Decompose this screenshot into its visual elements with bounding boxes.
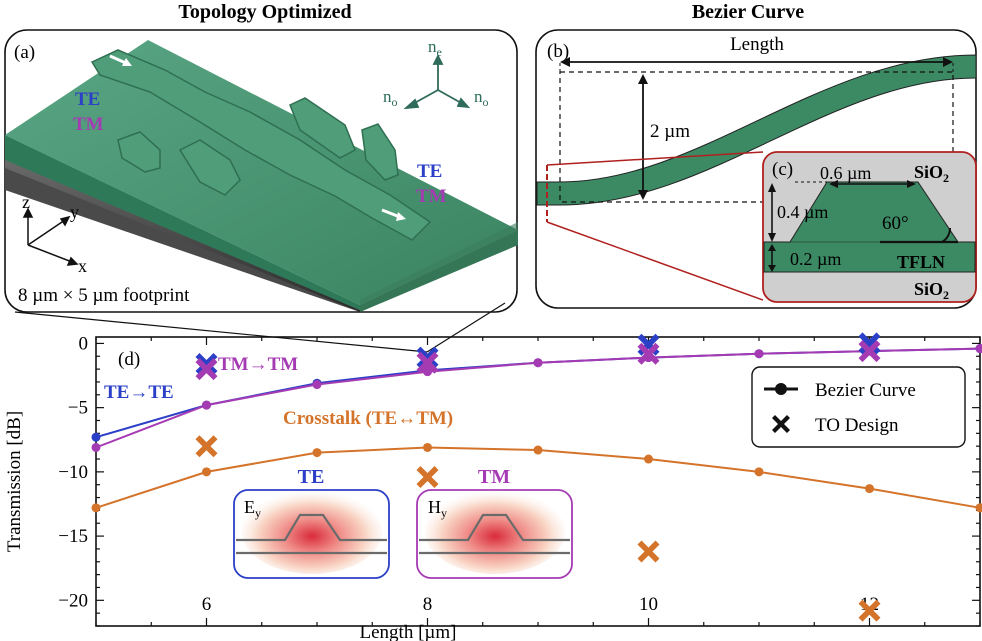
panel-c-tag: (c)	[772, 159, 793, 180]
to-design-marker-1	[195, 358, 218, 381]
te-mode-title: TE	[298, 466, 325, 488]
panel-d-tag: (d)	[118, 349, 140, 370]
y-tick-label: −10	[58, 462, 88, 483]
y-tick-label: 0	[79, 333, 89, 354]
slab-thickness-label: 0.2 µm	[790, 249, 841, 269]
series-point-0	[91, 432, 101, 442]
axis-z-label: z	[22, 192, 30, 212]
series-point-1	[754, 349, 764, 359]
etch-depth-label: 0.4 µm	[777, 202, 828, 222]
to-design-marker-2	[637, 540, 660, 563]
axis-y-label: y	[70, 202, 79, 222]
height-label: 2 µm	[650, 121, 690, 142]
to-design-marker-1	[637, 342, 660, 365]
callout-line-right	[426, 302, 506, 353]
y-tick-label: −15	[58, 526, 88, 547]
legend-item-to-design: TO Design	[815, 415, 899, 436]
panel-c-cross-section	[762, 151, 977, 303]
panel-a-tm-input: TM	[73, 114, 104, 135]
zoom-line-bottom	[546, 221, 764, 301]
topology-chip-render	[5, 40, 518, 312]
x-tick-label: 8	[423, 594, 433, 615]
axis-no-left-label: no	[383, 87, 398, 109]
tm-mode-inset	[416, 489, 573, 579]
sio2-bottom-label: SiO2	[914, 279, 949, 302]
series-point-1	[975, 344, 982, 354]
series-point-1	[423, 367, 432, 377]
te-series-label: TE→TE	[104, 382, 174, 403]
crystal-axes-icon	[403, 53, 471, 110]
y-axis-label: Transmission [dB]	[4, 411, 25, 552]
axis-ne-label: ne	[428, 37, 442, 59]
footprint-label: 8 µm × 5 µm footprint	[18, 285, 190, 306]
to-design-marker-0	[416, 346, 439, 369]
xyz-axes-icon	[22, 207, 79, 266]
panel-a-heading: Topology Optimized	[178, 1, 351, 23]
length-label: Length	[730, 34, 784, 55]
legend-x-marker-icon	[772, 415, 790, 433]
to-design-marker-1	[416, 351, 439, 374]
series-point-1	[202, 400, 211, 410]
callout-line-left	[14, 311, 428, 353]
to-design-marker-2	[195, 435, 218, 458]
panel-b-heading: Bezier Curve	[692, 1, 804, 23]
y-tick-label: −20	[58, 590, 88, 611]
series-point-2	[91, 503, 101, 513]
tm-mode-field-label: Hy	[428, 497, 447, 520]
sidewall-angle-label: 60°	[882, 213, 909, 234]
te-mode-field-label: Ey	[244, 497, 261, 520]
zoom-line-top	[546, 151, 764, 166]
series-point-2	[533, 445, 543, 455]
series-point-2	[865, 484, 874, 494]
axis-x-label: x	[78, 256, 87, 276]
series-point-2	[423, 442, 432, 452]
x-axis-label: Length [µm]	[360, 622, 457, 641]
bezier-bounding-box	[559, 71, 954, 203]
panel-b-tag: (b)	[547, 41, 569, 62]
series-point-2	[312, 448, 322, 458]
series-point-1	[312, 380, 322, 390]
sio2-top-label: SiO2	[914, 162, 949, 185]
series-point-2	[644, 454, 653, 464]
axis-no-right-label: no	[474, 87, 489, 109]
to-design-marker-2	[858, 599, 881, 622]
series-point-2	[202, 467, 211, 477]
series-point-2	[754, 467, 764, 477]
bezier-waveguide	[536, 54, 977, 206]
series-point-2	[975, 503, 982, 513]
to-design-marker-0	[195, 353, 218, 375]
chart-legend: Bezier Curve TO Design	[751, 366, 966, 448]
to-design-marker-2	[416, 466, 439, 488]
legend-item-bezier: Bezier Curve	[815, 380, 916, 401]
series-point-1	[91, 442, 101, 452]
tm-mode-title: TM	[478, 466, 510, 488]
panel-a-tm-output: TM	[416, 186, 447, 207]
panel-a-te-output: TE	[417, 161, 442, 182]
x-tick-label: 10	[639, 594, 658, 615]
panel-a-te-input: TE	[75, 89, 100, 110]
panel-a-tag: (a)	[14, 42, 35, 63]
series-point-1	[533, 358, 543, 368]
top-width-label: 0.6 µm	[820, 163, 871, 183]
te-mode-inset	[233, 489, 390, 579]
x-tick-label: 6	[202, 594, 212, 615]
tfln-label: TFLN	[897, 252, 945, 272]
tm-series-label: TM→TM	[218, 354, 298, 375]
to-design-marker-1	[858, 340, 881, 363]
y-tick-label: −5	[68, 398, 88, 419]
crosstalk-series-label: Crosstalk (TE↔TM)	[283, 408, 453, 429]
